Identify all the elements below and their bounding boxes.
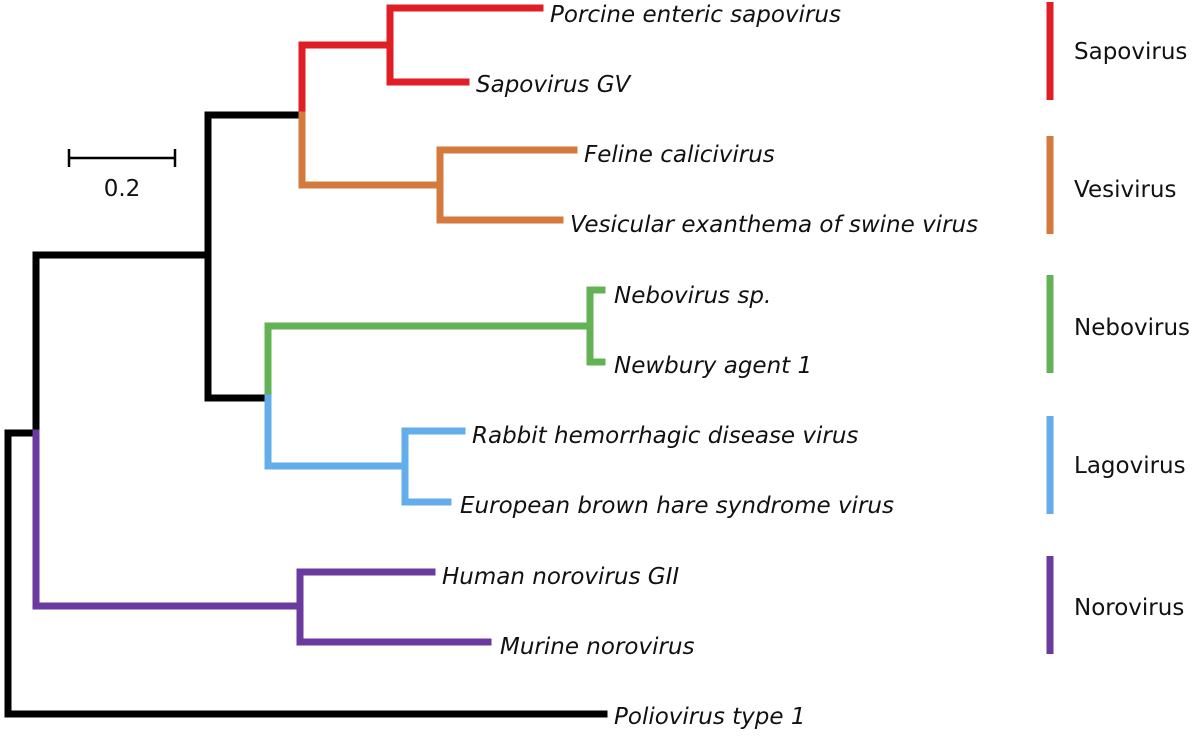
sapo-vesi-node-to-sapo xyxy=(298,41,394,119)
leaf-label-vesicular-exanthema-of-swine-virus: Vesicular exanthema of swine virus xyxy=(570,212,978,238)
leaf-label-poliovirus-type-1: Poliovirus type 1 xyxy=(614,704,805,730)
sapo-vesi-node-to-vesi xyxy=(298,111,444,189)
ingroup-node-to-noro xyxy=(32,429,304,610)
leaf-label-human-norovirus-gii: Human norovirus GII xyxy=(442,564,679,590)
leaf-labels: Porcine enteric sapovirus Sapovirus GV F… xyxy=(442,2,978,730)
leaf-label-newbury-agent-1: Newbury agent 1 xyxy=(614,353,812,379)
ingroup-node-upper-branch xyxy=(32,251,212,437)
nebo-lago-node-to-lago xyxy=(264,394,409,470)
leaf-label-feline-calicivirus: Feline calicivirus xyxy=(584,142,775,168)
tree-branches xyxy=(4,4,608,718)
leaf-label-european-brown-hare-syndrome-virus: European brown hare syndrome virus xyxy=(460,493,894,519)
scale-bar-label: 0.2 xyxy=(104,176,141,202)
leaf-label-porcine-enteric-sapovirus: Porcine enteric sapovirus xyxy=(550,2,841,28)
leaf-label-murine-norovirus: Murine norovirus xyxy=(500,634,695,660)
leaf-label-sapovirus-gv: Sapovirus GV xyxy=(476,72,633,98)
nebo-lago-node-to-nebo xyxy=(264,322,594,402)
genus-label-vesivirus: Vesivirus xyxy=(1074,177,1177,203)
scale-bar: 0.2 xyxy=(67,149,177,202)
genus-label-norovirus: Norovirus xyxy=(1074,595,1184,621)
genus-label-lagovirus: Lagovirus xyxy=(1074,453,1186,479)
root-to-polio-branch xyxy=(4,429,608,718)
genus-labels: Sapovirus Vesivirus Nebovirus Lagovirus … xyxy=(1074,39,1190,621)
leaf-label-nebovirus-sp: Nebovirus sp. xyxy=(614,283,771,309)
genus-label-nebovirus: Nebovirus xyxy=(1074,315,1190,341)
leaf-label-rabbit-hemorrhagic-disease-virus: Rabbit hemorrhagic disease virus xyxy=(472,423,858,449)
genus-label-sapovirus: Sapovirus xyxy=(1074,39,1187,65)
